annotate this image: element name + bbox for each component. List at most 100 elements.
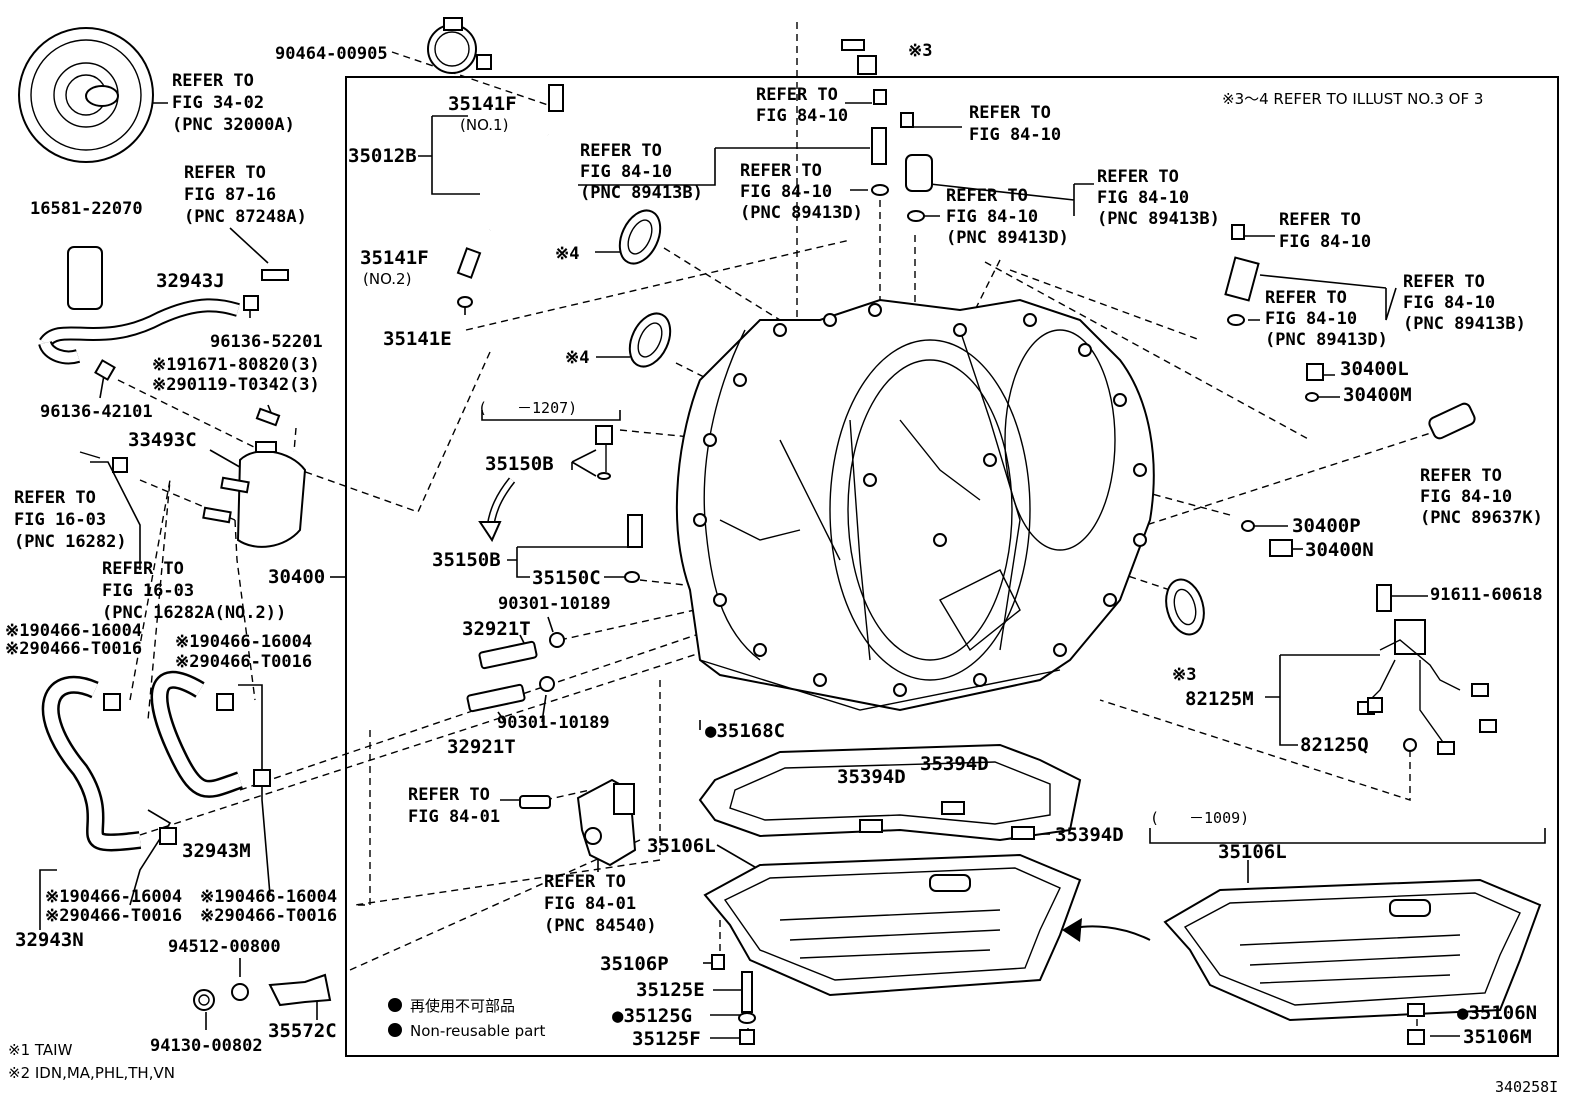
symbol-s3-b: ※3: [1172, 665, 1196, 685]
ref-8410-d3-l1: REFER TO: [1265, 288, 1347, 308]
legend-dot-en: [388, 1023, 402, 1037]
ref-1603b-l2: FIG 16-03: [102, 581, 194, 601]
ref-1603a-l2: FIG 16-03: [14, 510, 106, 530]
ref-torque-converter-l3: (PNC 32000A): [172, 115, 295, 135]
part-32921T-a: 32921T: [462, 618, 531, 640]
part-94130-00802: 94130-00802: [150, 1036, 263, 1056]
oil-pan-drawing: [703, 853, 1082, 1045]
ref-8716-l3: (PNC 87248A): [184, 207, 307, 227]
neutral-switch-drawing: [519, 778, 637, 867]
part-35106M: 35106M: [1463, 1026, 1532, 1048]
small-parts-bottom-left-drawing: [193, 973, 332, 1011]
ref-8401b-l1: REFER TO: [544, 872, 626, 892]
part-90301-10189-a: 90301-10189: [498, 594, 611, 614]
ref-8410-top-l2: FIG 84-10: [756, 106, 848, 126]
part-30400P: 30400P: [1292, 515, 1361, 537]
seal-drawings: [618, 209, 1205, 636]
ref-1603a-l1: REFER TO: [14, 488, 96, 508]
ref-8410-b3-l1: REFER TO: [1403, 272, 1485, 292]
part-35394D-b: 35394D: [920, 753, 989, 775]
ref-8410-d3-l2: FIG 84-10: [1265, 309, 1357, 329]
label-no2: (NO.2): [363, 270, 411, 288]
torque-converter-drawing: [18, 27, 154, 163]
ref-8410-d2-l1: REFER TO: [946, 186, 1028, 206]
ref-8410-b3-l3: (PNC 89413B): [1403, 314, 1526, 334]
ref-8410-b2-l1: REFER TO: [1097, 167, 1179, 187]
part-35125G: ●35125G: [612, 1005, 692, 1027]
part-35150B-a: 35150B: [485, 453, 554, 475]
sensor-and-bolt-drawings: [841, 39, 1476, 557]
part-35106L-b: 35106L: [1218, 841, 1287, 863]
note-290466-b: ※290466-T0016: [175, 652, 312, 672]
ref-8410-k-l3: (PNC 89637K): [1420, 508, 1543, 528]
label-no1: (NO.1): [460, 116, 508, 134]
part-35012B: 35012B: [348, 145, 417, 167]
legend-text-jp: 再使用不可部品: [410, 997, 515, 1015]
part-33493C: 33493C: [128, 429, 197, 451]
ref-8401a-l2: FIG 84-01: [408, 807, 500, 827]
ref-8410-r1-l1: REFER TO: [969, 103, 1051, 123]
part-90464-00905: 90464-00905: [275, 44, 388, 64]
clamp-drawing: [427, 17, 492, 74]
ref-8410-r2-l2: FIG 84-10: [1279, 232, 1371, 252]
part-35150C: 35150C: [532, 567, 601, 589]
note-290466-a: ※290466-T0016: [5, 639, 142, 659]
note-290466-d: ※290466-T0016: [200, 906, 337, 926]
part-35141F-2: 35141F: [360, 247, 429, 269]
part-32943M: 32943M: [182, 840, 251, 862]
note-191671: ※191671-80820(3): [152, 355, 320, 375]
part-35572C: 35572C: [268, 1020, 337, 1042]
ref-8410-d3-l3: (PNC 89413D): [1265, 330, 1388, 350]
main-frame: [345, 76, 1559, 1057]
part-82125M: 82125M: [1185, 688, 1254, 710]
part-35168C: ●35168C: [705, 720, 785, 742]
part-35394D-c: 35394D: [1055, 824, 1124, 846]
part-94512-00800: 94512-00800: [168, 937, 281, 957]
ref-8410-d2-l3: (PNC 89413D): [946, 228, 1069, 248]
figure-number: 340258I: [1495, 1078, 1558, 1096]
part-35106P: 35106P: [600, 953, 669, 975]
note-190466-d: ※190466-16004: [200, 887, 337, 907]
part-35141E: 35141E: [383, 328, 452, 350]
part-35106L-a: 35106L: [647, 835, 716, 857]
ref-8410-b1-l2: FIG 84-10: [580, 162, 672, 182]
part-30400M: 30400M: [1343, 384, 1412, 406]
part-35141F-1: 35141F: [448, 93, 517, 115]
ref-8410-k-l2: FIG 84-10: [1420, 487, 1512, 507]
ref-8410-r1-l2: FIG 84-10: [969, 125, 1061, 145]
ref-8410-b1-l1: REFER TO: [580, 141, 662, 161]
cooler-unit-drawing: [79, 407, 307, 548]
ref-torque-converter-l2: FIG 34-02: [172, 93, 264, 113]
ref-8410-b2-l2: FIG 84-10: [1097, 188, 1189, 208]
note-190466-a: ※190466-16004: [5, 621, 142, 641]
ref-1603a-l3: (PNC 16282): [14, 532, 127, 552]
part-90301-10189-b: 90301-10189: [497, 713, 610, 733]
harness-drawing: [1357, 584, 1497, 755]
part-35125F: 35125F: [632, 1028, 701, 1050]
part-16581-22070: 16581-22070: [30, 199, 143, 219]
symbol-s4-a: ※4: [555, 244, 579, 264]
ref-8410-k-l1: REFER TO: [1420, 466, 1502, 486]
ref-8410-d1-l1: REFER TO: [740, 161, 822, 181]
ref-8410-b3-l2: FIG 84-10: [1403, 293, 1495, 313]
legend: 再使用不可部品 Non-reusable part: [388, 997, 545, 1040]
part-91611-60618: 91611-60618: [1430, 585, 1543, 605]
oil-pan-old-drawing: [1062, 878, 1542, 1045]
note-190466-c: ※190466-16004: [45, 887, 182, 907]
part-30400L: 30400L: [1340, 358, 1409, 380]
ref-8410-top-l1: REFER TO: [756, 85, 838, 105]
transaxle-case-drawing: [675, 298, 1155, 712]
symbol-s3-a: ※3: [908, 41, 932, 61]
ref-8716-l2: FIG 87-16: [184, 185, 276, 205]
part-96136-52201: 96136-52201: [210, 332, 323, 352]
ref-8410-b2-l3: (PNC 89413B): [1097, 209, 1220, 229]
ref-8716-l1: REFER TO: [184, 163, 266, 183]
part-32921T-b: 32921T: [447, 736, 516, 758]
part-32943J: 32943J: [156, 270, 225, 292]
part-32943N: 32943N: [15, 929, 84, 951]
part-35106N: ●35106N: [1457, 1002, 1537, 1024]
ref-8410-d1-l2: FIG 84-10: [740, 182, 832, 202]
solid-leaders: [39, 102, 1546, 1039]
part-35125E: 35125E: [636, 979, 705, 1001]
